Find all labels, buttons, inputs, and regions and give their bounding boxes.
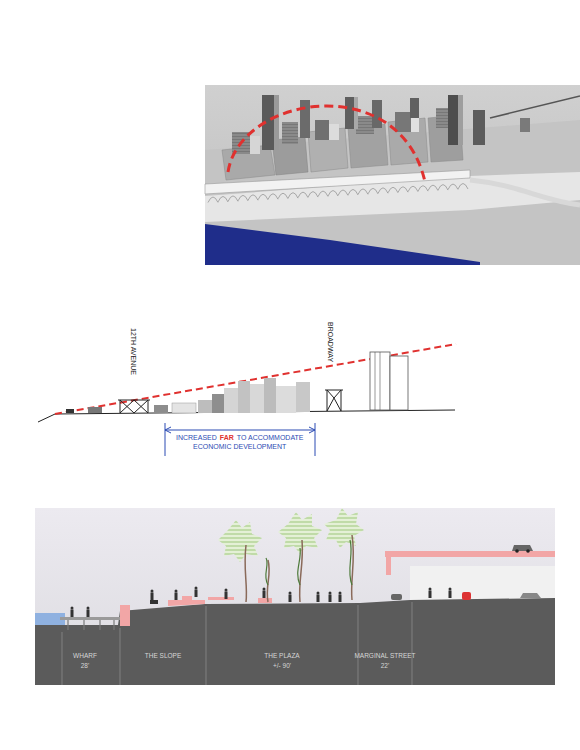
- note-text: TO ACCOMMODATE: [237, 434, 304, 442]
- person-head: [317, 592, 320, 595]
- person-body: [225, 592, 228, 600]
- dimension: +/- 90': [273, 662, 291, 669]
- viaduct-arch: [338, 190, 348, 196]
- viaduct-arch: [448, 184, 458, 190]
- viaduct-arch: [288, 193, 298, 199]
- person-body: [87, 610, 90, 618]
- massing-model: [205, 85, 580, 265]
- person-head: [339, 592, 342, 595]
- note-text: ECONOMIC DEVELOPMENT: [193, 443, 286, 451]
- viaduct-arch: [358, 189, 368, 195]
- person-body: [449, 591, 452, 599]
- viaduct-arch: [268, 194, 278, 200]
- person-head: [151, 590, 154, 593]
- person-body: [289, 595, 292, 603]
- viaduct-arch: [218, 196, 228, 202]
- highlight-word: FAR: [220, 434, 234, 442]
- viaduct-arch: [378, 188, 388, 194]
- person-head: [329, 592, 332, 595]
- viaduct-arch: [388, 187, 398, 193]
- person-body: [429, 591, 432, 599]
- person-head: [225, 589, 228, 592]
- bracket-note: ECONOMIC DEVELOPMENT: [193, 443, 286, 451]
- viaduct-arch: [248, 195, 258, 201]
- person-body: [317, 595, 320, 603]
- viaduct-arch: [238, 195, 248, 201]
- viaduct-arch: [428, 185, 438, 191]
- person-head: [87, 607, 90, 610]
- person-body: [263, 591, 266, 599]
- person-body: [329, 595, 332, 603]
- viaduct-arch: [308, 192, 318, 198]
- person-body: [71, 610, 74, 618]
- person-head: [71, 607, 74, 610]
- viaduct-arch: [328, 191, 338, 197]
- person-head: [429, 588, 432, 591]
- person-head: [175, 590, 178, 593]
- person-head: [195, 587, 198, 590]
- viaduct-arch: [458, 184, 468, 190]
- person-head: [449, 588, 452, 591]
- street-label: 12TH AVENUE: [129, 328, 137, 375]
- viaduct-arch: [298, 192, 308, 198]
- waterfront-section: [35, 508, 555, 685]
- far-section: [38, 344, 456, 456]
- street-label: BROADWAY: [326, 322, 334, 362]
- viaduct-arch: [258, 194, 268, 200]
- zone-label: MARGINAL STREET: [354, 652, 415, 659]
- viaduct-arch: [418, 186, 428, 192]
- zone-label: THE SLOPE: [145, 652, 181, 659]
- person-head: [263, 588, 266, 591]
- viaduct-arch: [438, 185, 448, 191]
- person-body: [339, 595, 342, 603]
- person-body: [151, 593, 154, 601]
- viaduct-arch: [348, 189, 358, 195]
- person-body: [175, 593, 178, 601]
- viaduct-arch: [228, 196, 238, 202]
- note-text: INCREASED: [176, 434, 217, 442]
- viaduct-arch: [278, 193, 288, 199]
- zone-label: THE PLAZA: [264, 652, 299, 659]
- viaduct-arch: [408, 186, 418, 192]
- person-body: [195, 590, 198, 598]
- person-head: [289, 592, 292, 595]
- dimension: 28': [81, 662, 89, 669]
- dimension: 22': [381, 662, 389, 669]
- viaduct-arch: [398, 187, 408, 193]
- viaduct-arch: [208, 197, 218, 203]
- bracket-note: INCREASEDFARTO ACCOMMODATE: [176, 434, 303, 442]
- zone-label: WHARF: [73, 652, 97, 659]
- viaduct-arch: [368, 188, 378, 194]
- viaduct-arch: [318, 191, 328, 197]
